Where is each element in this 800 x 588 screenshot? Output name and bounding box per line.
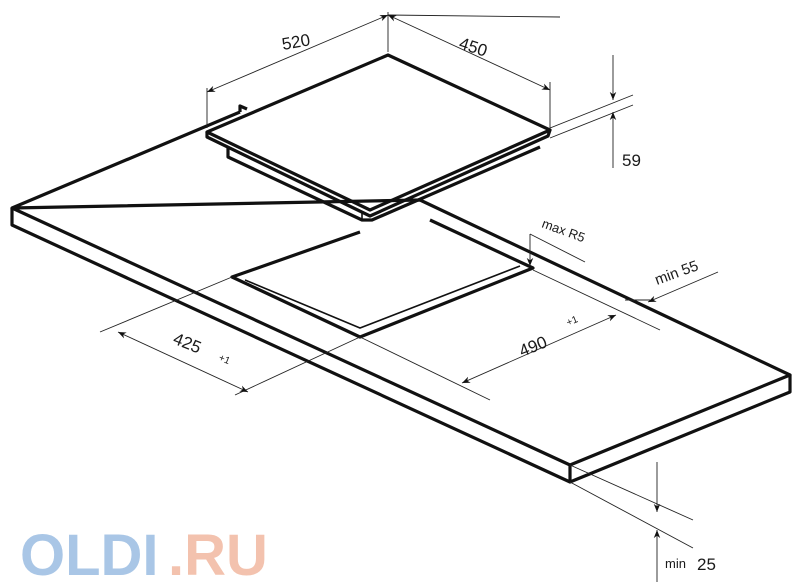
watermark-logo: OLDI .RU	[20, 523, 268, 588]
cutout	[230, 218, 535, 339]
tolerance-490: +1	[565, 314, 580, 329]
watermark-oldi: OLDI	[20, 523, 159, 588]
dimension-label-r5: max R5	[540, 216, 587, 245]
dimension-hob-depth: 450	[387, 14, 561, 128]
dimension-label-min: min	[665, 556, 686, 571]
watermark-ru: .RU	[168, 523, 268, 588]
dimension-cutout-depth: 425 +1	[99, 276, 361, 396]
dimension-label-490: 490	[516, 332, 549, 360]
dimension-hob-height: 59	[549, 55, 641, 170]
tolerance-425: +1	[217, 353, 232, 368]
dimension-label-25: 25	[697, 555, 716, 574]
dimension-label-min55: min 55	[653, 257, 701, 288]
dimension-label-59: 59	[622, 151, 641, 170]
countertop	[10, 104, 792, 484]
dimension-countertop-thickness: min 25	[569, 462, 716, 582]
dimension-label-520: 520	[280, 30, 311, 54]
hob	[205, 53, 552, 222]
dimension-label-450: 450	[457, 34, 490, 61]
dimension-label-425: 425	[171, 329, 204, 357]
dimension-hob-width: 520	[206, 12, 389, 128]
dimension-corner-radius: max R5	[526, 216, 587, 266]
